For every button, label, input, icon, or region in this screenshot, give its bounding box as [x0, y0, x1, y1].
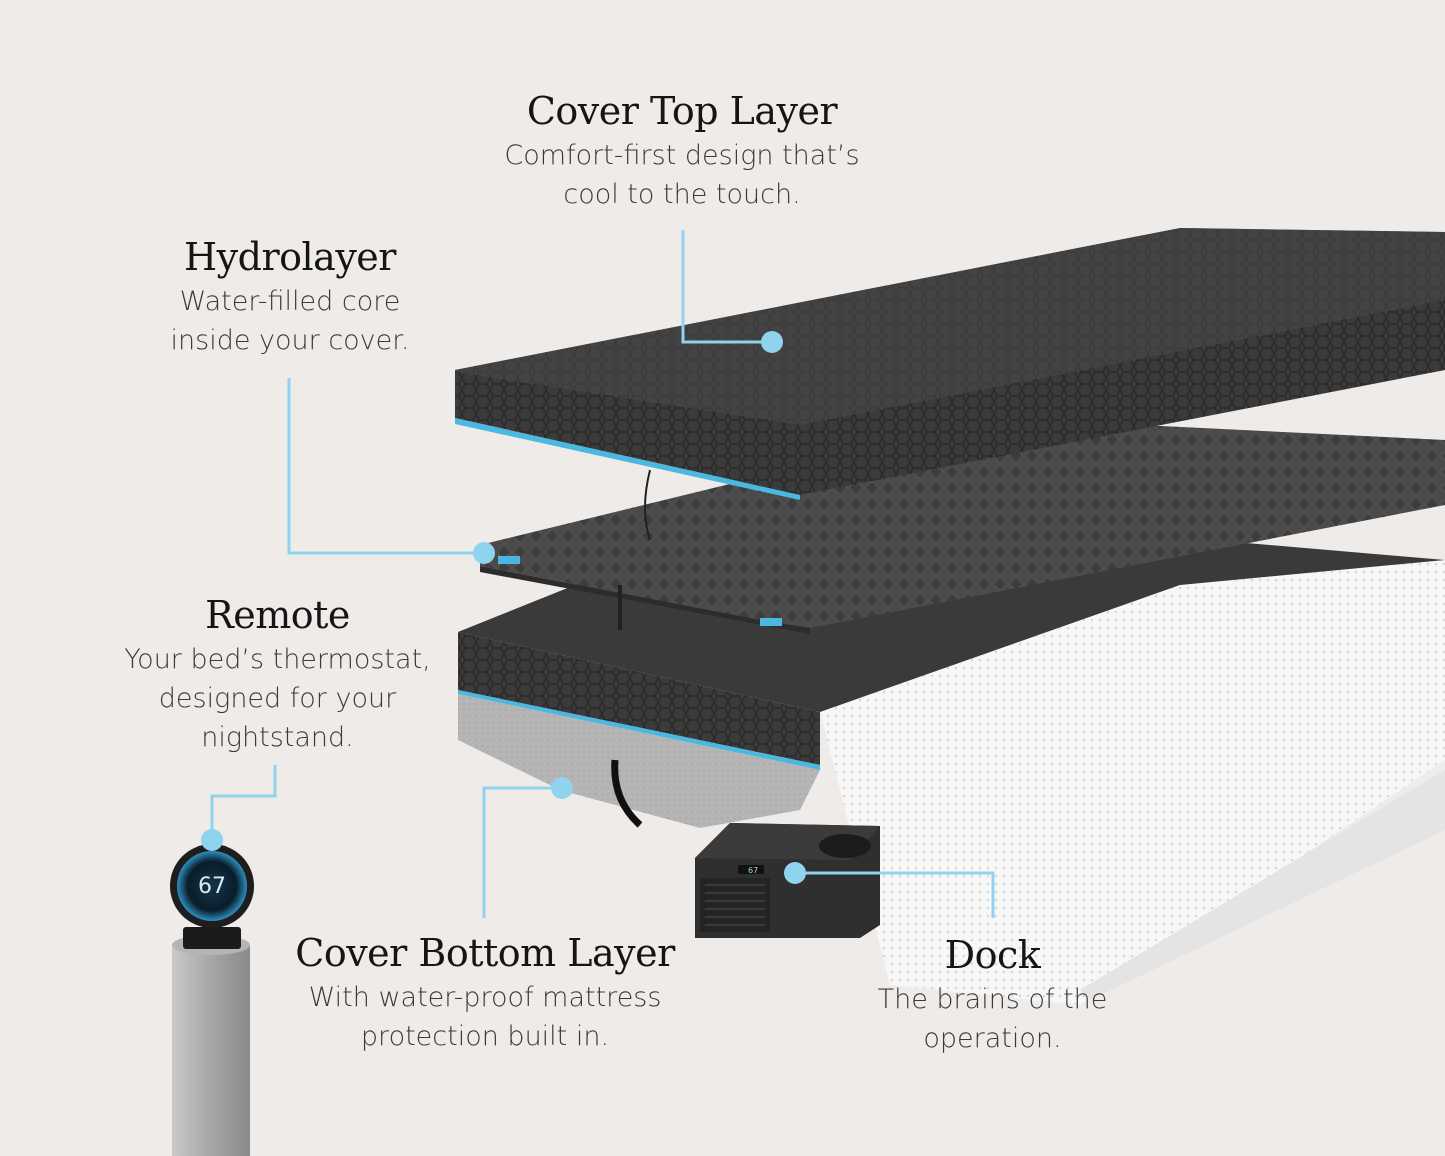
remote-desc-1: Your bed’s thermostat, [124, 644, 431, 675]
remote-desc-2: designed for your [158, 683, 397, 714]
cover-top-desc-2: cool to the touch. [563, 179, 801, 210]
callout-line-dock [795, 871, 995, 918]
hydrolayer-label: Hydrolayer Water-filled core inside your … [130, 234, 450, 360]
cover-bottom-layer-shape [458, 522, 1445, 828]
callout-dot-icon [473, 542, 495, 564]
cover-bottom-desc-1: With water-proof mattress [308, 982, 662, 1013]
cover-bottom-title: Cover Bottom Layer [295, 931, 675, 975]
callout-dot-icon [761, 331, 783, 353]
remote-label: Remote Your bed’s thermostat, designed fo… [95, 592, 460, 757]
cover-top-title: Cover Top Layer [526, 89, 838, 133]
callout-line-cover-bottom [482, 786, 562, 918]
dock-label: Dock The brains of the operation. [840, 932, 1145, 1058]
remote-desc-3: nightstand. [201, 722, 354, 753]
dock-desc-2: operation. [923, 1023, 1062, 1054]
cover-top-layer-shape [455, 228, 1445, 500]
cover-bottom-label: Cover Bottom Layer With water-proof matt… [270, 930, 700, 1056]
callout-line-remote [210, 765, 277, 840]
cover-top-label: Cover Top Layer Comfort-first design tha… [452, 88, 912, 214]
cover-top-desc-1: Comfort-first design that’s [504, 140, 860, 171]
callout-dot-icon [201, 829, 223, 851]
hydrolayer-shape [480, 418, 1445, 634]
callout-dot-icon [551, 777, 573, 799]
remote-title: Remote [205, 593, 350, 637]
dock-desc-1: The brains of the [877, 984, 1108, 1015]
dock-title: Dock [944, 933, 1041, 977]
callout-line-cover-top [681, 230, 772, 344]
hydrolayer-desc-1: Water-filled core [179, 286, 401, 317]
mattress-base [820, 560, 1445, 1005]
hydrolayer-title: Hydrolayer [184, 235, 396, 279]
remote-thermostat-icon [170, 844, 254, 1156]
callout-lines [210, 230, 995, 918]
cover-bottom-desc-2: protection built in. [360, 1021, 610, 1052]
dock-temperature: 67 [748, 866, 758, 875]
remote-temperature: 67 [198, 874, 226, 899]
hydrolayer-desc-2: inside your cover. [170, 325, 410, 356]
callout-dot-icon [784, 862, 806, 884]
callout-line-hydrolayer [287, 378, 484, 555]
